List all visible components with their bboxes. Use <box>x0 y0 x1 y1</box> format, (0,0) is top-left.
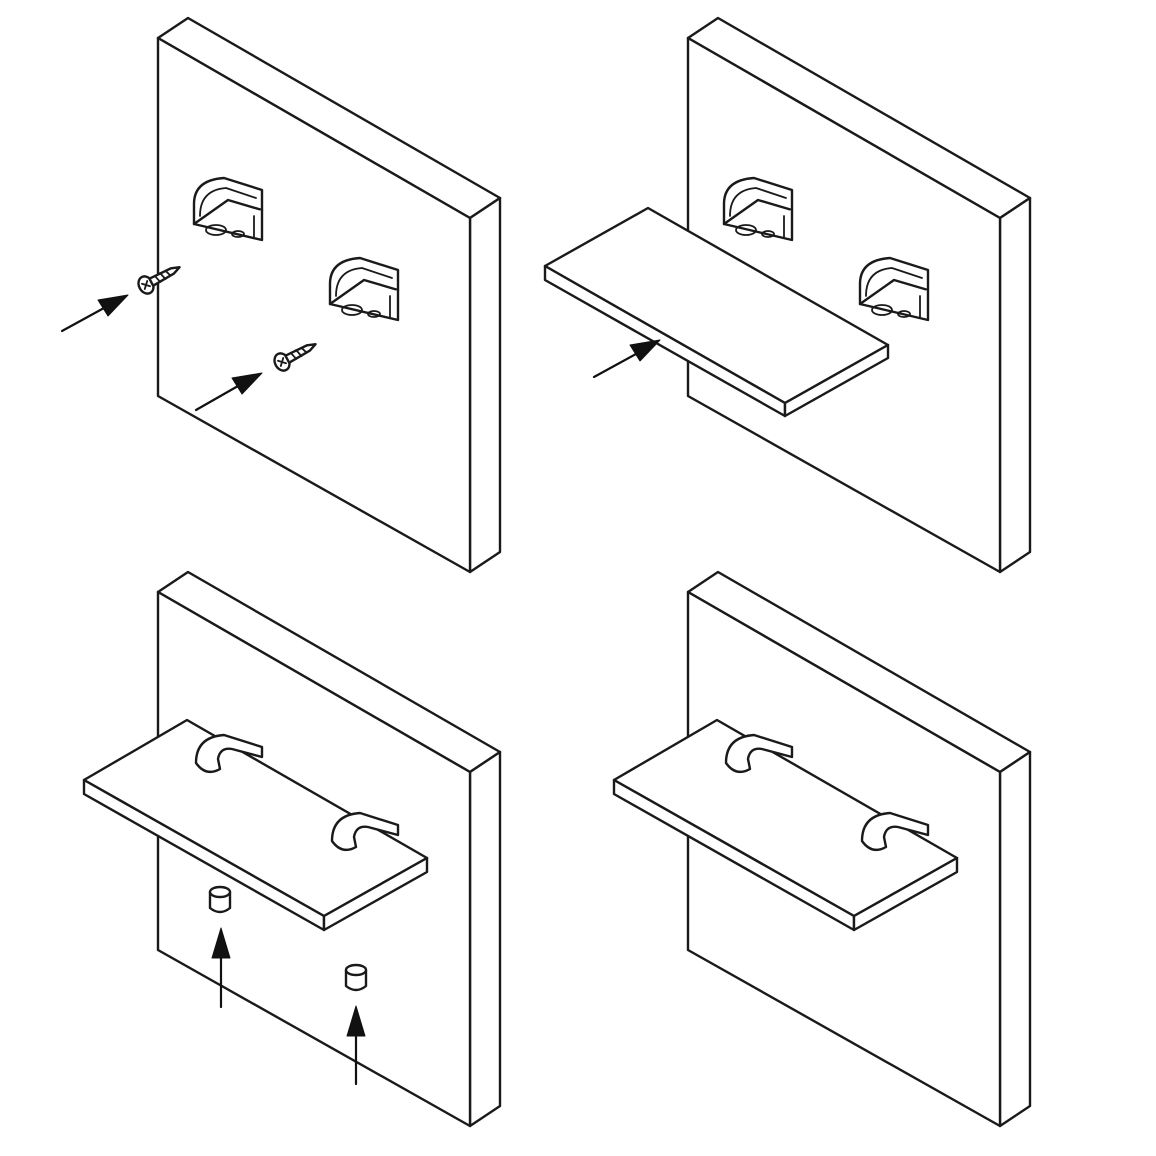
shelf-board <box>543 206 890 418</box>
glass-clamp-lower <box>858 256 930 322</box>
screw-lower <box>273 342 317 372</box>
glass-clamp-right-top <box>860 811 930 852</box>
glass-clamp-right-top <box>330 811 400 852</box>
glass-clamp-left-top <box>724 733 794 774</box>
arrow-screw-lower <box>194 372 263 412</box>
step-2-panel <box>543 16 1032 574</box>
glass-clamp-left-top <box>194 733 264 774</box>
shelf-board <box>82 718 429 932</box>
arrow-screw-upper <box>60 294 129 333</box>
step-4-panel <box>612 570 1032 1128</box>
arrow-set-screw-left <box>211 927 231 1009</box>
screw-upper <box>137 265 181 295</box>
arrow-shelf <box>592 339 661 379</box>
glass-clamp-upper <box>722 176 794 242</box>
step-3-panel <box>82 570 502 1128</box>
set-screw-right <box>344 963 368 992</box>
step-1-panel <box>60 16 502 574</box>
set-screw-left <box>208 885 232 914</box>
arrow-set-screw-right <box>346 1005 366 1086</box>
glass-clamp-upper <box>192 176 264 242</box>
wall-panel <box>686 16 1032 574</box>
wall-panel <box>156 16 502 574</box>
glass-clamp-lower <box>328 256 400 322</box>
shelf-board <box>612 718 959 932</box>
